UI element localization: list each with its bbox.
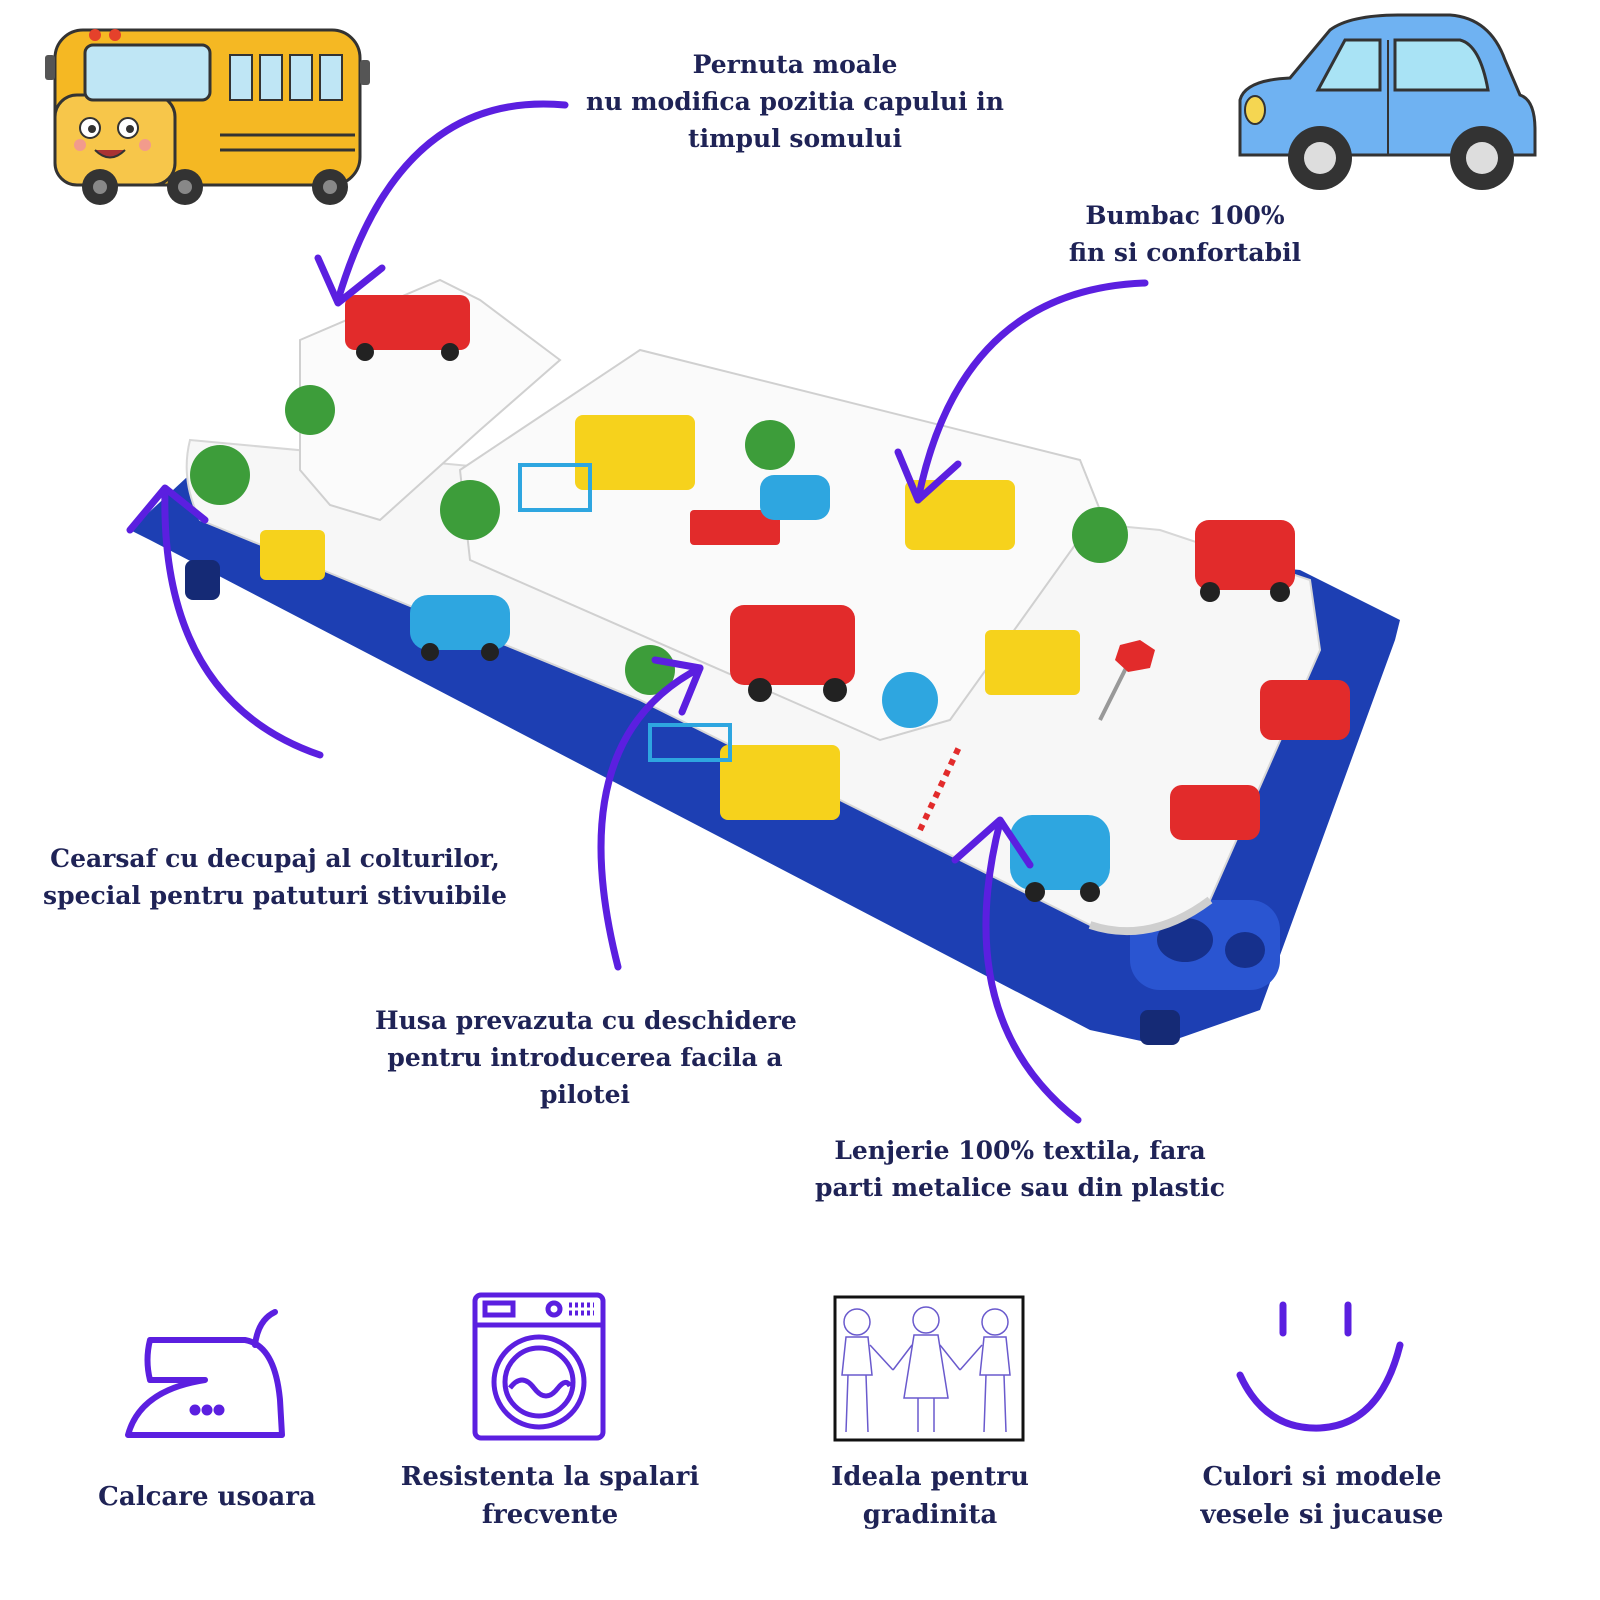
arrow-pillow (334, 100, 569, 304)
iron-icon (125, 1309, 285, 1438)
feature-kindergarten: Ideala pentru gradinita (831, 1462, 1029, 1530)
annotation-sheet: Cearsaf cu decupaj al colturilor, specia… (43, 844, 507, 910)
feature-ironing: Calcare usoara (98, 1482, 316, 1512)
school-bus-icon (45, 28, 370, 205)
arrowhead-cotton (894, 448, 962, 504)
annotation-cotton: Bumbac 100% fin si confortabil (1068, 201, 1302, 267)
annotation-textile: Lenjerie 100% textila, fara parti metali… (814, 1136, 1226, 1202)
arrowhead-sheet (126, 484, 209, 534)
blue-car-icon (1238, 13, 1537, 190)
vehicle-pattern (190, 295, 1350, 902)
arrowhead-textile (951, 816, 1034, 869)
annotation-cover: Husa prevazuta cu deschidere pentru intr… (375, 1006, 797, 1109)
feature-washing: Resistenta la spalari frecvente (400, 1462, 700, 1530)
arrowhead-cover (651, 656, 704, 716)
arrow-cover (597, 664, 704, 971)
arrowhead-pillow (314, 254, 386, 307)
feature-colors: Culori si modele vesele si jucause (1200, 1462, 1444, 1530)
arrow-textile (982, 818, 1082, 1124)
annotation-pillow: Pernuta moale nu modifica pozitia capulu… (586, 50, 1004, 153)
kids-holding-hands-icon (833, 1295, 1025, 1442)
arrow-sheet (161, 486, 324, 759)
smiley-icon (1236, 1301, 1404, 1432)
arrow-cotton (914, 279, 1149, 504)
washing-machine-icon (472, 1292, 606, 1441)
